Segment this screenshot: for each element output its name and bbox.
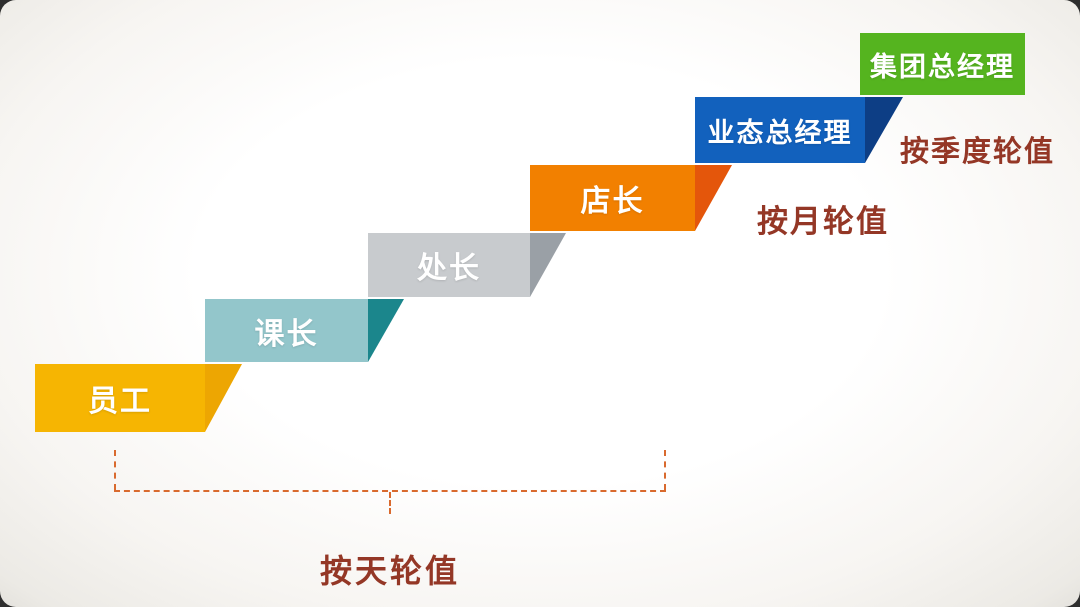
annotation-monthly: 按月轮值 xyxy=(757,204,889,239)
step-employee: 员工 xyxy=(35,364,205,432)
step-business-gm-label: 业态总经理 xyxy=(707,117,853,148)
daily-bracket-tick xyxy=(389,492,391,514)
step-group-gm: 集团总经理 xyxy=(860,33,1025,95)
annotation-quarterly: 按季度轮值 xyxy=(900,136,1056,168)
step-group-gm-label: 集团总经理 xyxy=(870,51,1015,82)
step-division-chief-fold xyxy=(530,233,566,297)
step-section-chief-fold xyxy=(368,299,404,362)
step-business-gm-fold xyxy=(865,97,903,163)
step-division-chief: 处长 xyxy=(368,233,530,297)
step-division-chief-label: 处长 xyxy=(417,252,481,285)
step-store-manager-fold xyxy=(695,165,732,231)
step-employee-label: 员工 xyxy=(88,385,152,418)
step-section-chief: 课长 xyxy=(205,299,368,362)
step-business-gm: 业态总经理 xyxy=(695,97,865,163)
step-employee-fold xyxy=(205,364,242,432)
annotation-daily: 按天轮值 xyxy=(319,553,461,589)
step-section-chief-label: 课长 xyxy=(254,317,319,351)
daily-bracket-left xyxy=(114,450,116,490)
step-store-manager-label: 店长 xyxy=(580,185,645,218)
step-store-manager: 店长 xyxy=(530,165,695,231)
daily-bracket-right xyxy=(664,450,666,490)
daily-bracket-base xyxy=(114,490,666,492)
